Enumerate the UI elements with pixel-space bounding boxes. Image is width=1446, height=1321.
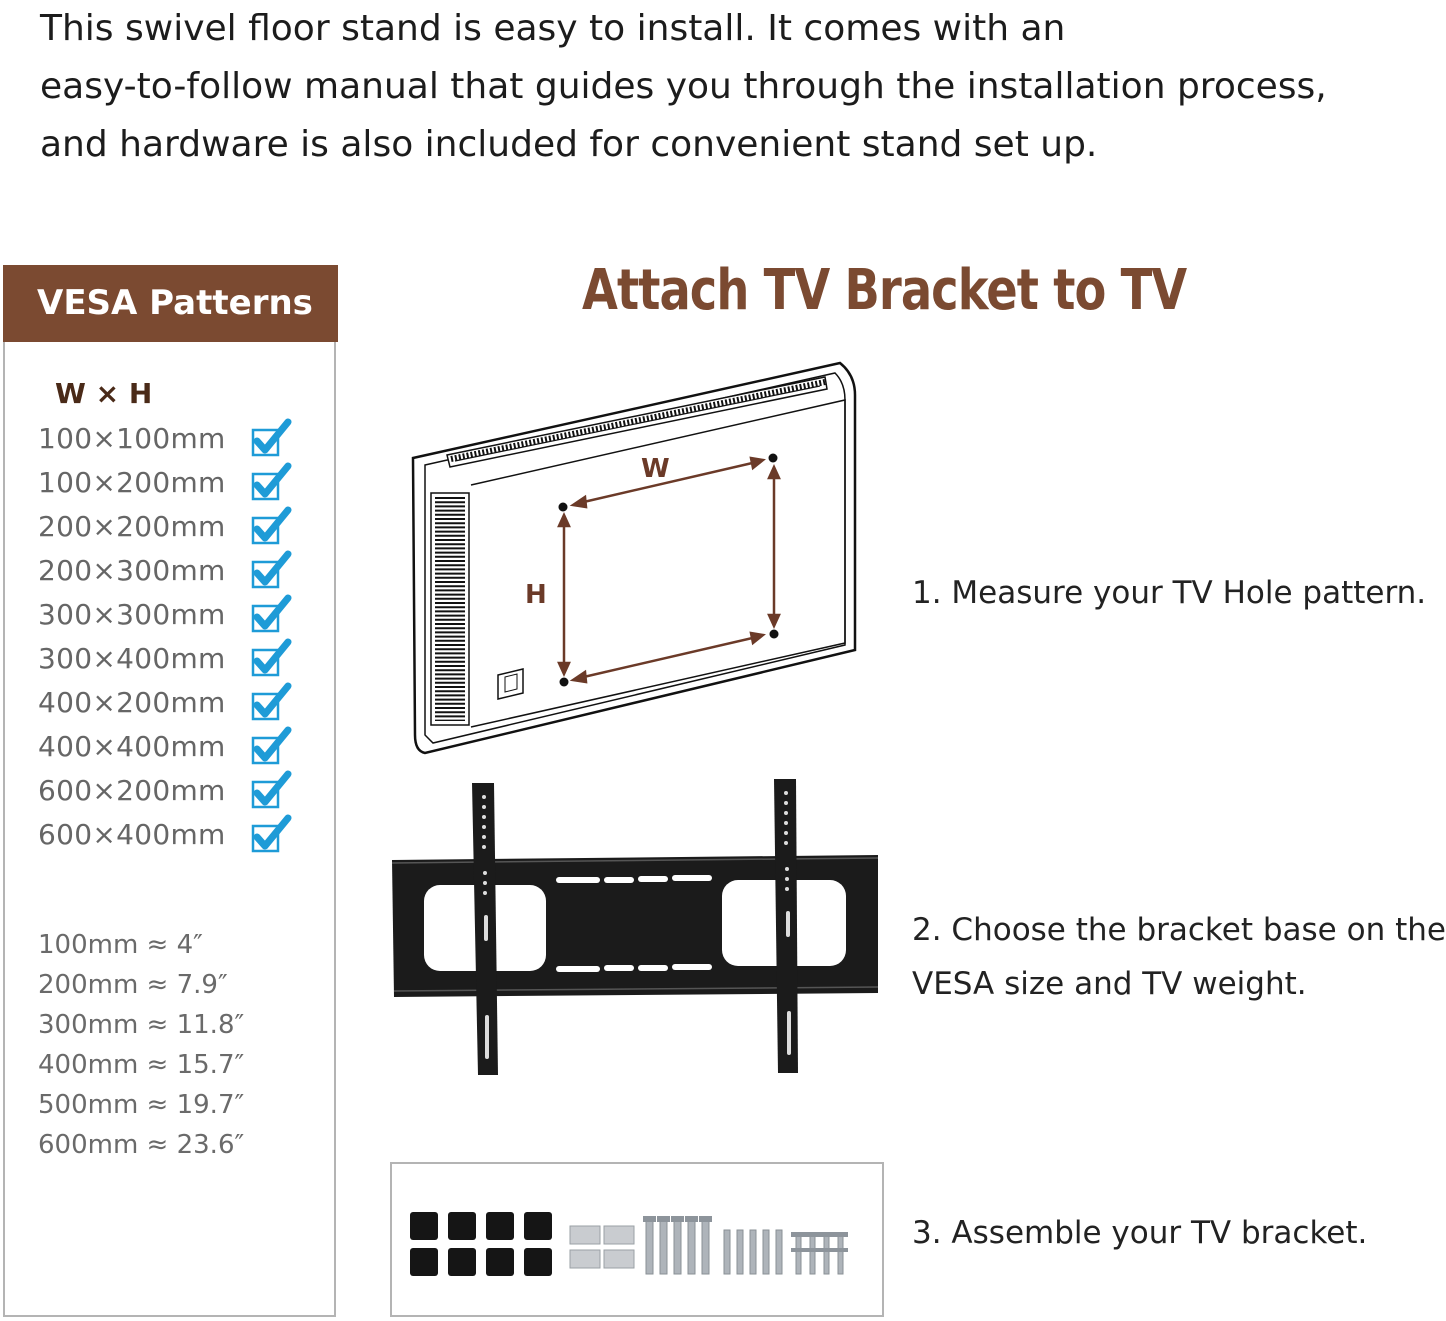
vesa-pattern-row: 100×100mm bbox=[38, 416, 292, 460]
vesa-patterns-panel: VESA Patterns W × H 100×100mm 100×200mm … bbox=[3, 265, 338, 1317]
vesa-pattern-row: 200×300mm bbox=[38, 548, 292, 592]
checkbox-checked-icon bbox=[251, 594, 292, 633]
checkbox-checked-icon bbox=[251, 506, 292, 545]
vesa-pattern-size: 200×200mm bbox=[38, 509, 226, 543]
vesa-pattern-size: 200×300mm bbox=[38, 553, 226, 587]
tv-bracket-illustration bbox=[391, 779, 879, 1075]
vesa-pattern-size: 300×400mm bbox=[38, 641, 226, 675]
step-2-line: VESA size and TV weight. bbox=[912, 966, 1307, 1002]
vesa-pattern-row: 600×200mm bbox=[38, 768, 292, 812]
vesa-pattern-row: 400×200mm bbox=[38, 680, 292, 724]
vesa-pattern-row: 300×300mm bbox=[38, 592, 292, 636]
checkbox-checked-icon bbox=[251, 814, 292, 853]
vesa-pattern-row: 100×200mm bbox=[38, 460, 292, 504]
size-conversion: 100mm ≈ 4″ bbox=[38, 930, 203, 960]
vesa-pattern-size: 100×200mm bbox=[38, 465, 226, 499]
vesa-pattern-size: 100×100mm bbox=[38, 421, 226, 455]
vesa-pattern-row: 600×400mm bbox=[38, 812, 292, 856]
vesa-pattern-size: 300×300mm bbox=[38, 597, 226, 631]
step-1-text: 1. Measure your TV Hole pattern. bbox=[912, 566, 1426, 620]
size-conversion: 400mm ≈ 15.7″ bbox=[38, 1050, 245, 1080]
size-conversion: 600mm ≈ 23.6″ bbox=[38, 1130, 245, 1160]
checkbox-checked-icon bbox=[251, 550, 292, 589]
intro-line: easy-to-follow manual that guides you th… bbox=[40, 66, 1327, 107]
intro-line: and hardware is also included for conven… bbox=[40, 124, 1098, 165]
size-conversion: 500mm ≈ 19.7″ bbox=[38, 1090, 245, 1120]
vesa-pattern-row: 300×400mm bbox=[38, 636, 292, 680]
vesa-patterns-title: VESA Patterns bbox=[3, 265, 338, 342]
size-conversion: 300mm ≈ 11.8″ bbox=[38, 1010, 245, 1040]
step-3-line: 3. Assemble your TV bracket. bbox=[912, 1215, 1368, 1251]
size-conversion-list: 100mm ≈ 4″ 200mm ≈ 7.9″ 300mm ≈ 11.8″ 40… bbox=[38, 925, 244, 1165]
checkbox-checked-icon bbox=[251, 726, 292, 765]
hardware-kit-box bbox=[390, 1162, 884, 1317]
intro-paragraph: This swivel floor stand is easy to insta… bbox=[40, 0, 1400, 174]
page-title: Attach TV Bracket to TV bbox=[582, 258, 1187, 323]
intro-line: This swivel floor stand is easy to insta… bbox=[40, 8, 1066, 49]
size-conversion: 200mm ≈ 7.9″ bbox=[38, 970, 228, 1000]
vesa-pattern-size: 600×200mm bbox=[38, 773, 226, 807]
tv-back-illustration: W H bbox=[411, 361, 857, 755]
vesa-pattern-list: 100×100mm 100×200mm 200×200mm 200×300mm … bbox=[38, 416, 292, 856]
checkbox-checked-icon bbox=[251, 682, 292, 721]
checkbox-checked-icon bbox=[251, 462, 292, 501]
checkbox-checked-icon bbox=[251, 770, 292, 809]
step-2-line: 2. Choose the bracket base on the bbox=[912, 912, 1446, 948]
height-label: H bbox=[525, 580, 547, 610]
vesa-pattern-size: 600×400mm bbox=[38, 817, 226, 851]
width-height-heading: W × H bbox=[55, 377, 153, 410]
width-label: W bbox=[641, 454, 670, 484]
checkbox-checked-icon bbox=[251, 418, 292, 457]
checkbox-checked-icon bbox=[251, 638, 292, 677]
vesa-pattern-size: 400×400mm bbox=[38, 729, 226, 763]
step-3-text: 3. Assemble your TV bracket. bbox=[912, 1206, 1367, 1260]
step-2-text: 2. Choose the bracket base on the VESA s… bbox=[912, 903, 1446, 1011]
step-1-line: 1. Measure your TV Hole pattern. bbox=[912, 575, 1427, 611]
hardware-kit-illustration bbox=[410, 1212, 848, 1276]
vesa-pattern-row: 400×400mm bbox=[38, 724, 292, 768]
vesa-pattern-row: 200×200mm bbox=[38, 504, 292, 548]
vesa-pattern-size: 400×200mm bbox=[38, 685, 226, 719]
